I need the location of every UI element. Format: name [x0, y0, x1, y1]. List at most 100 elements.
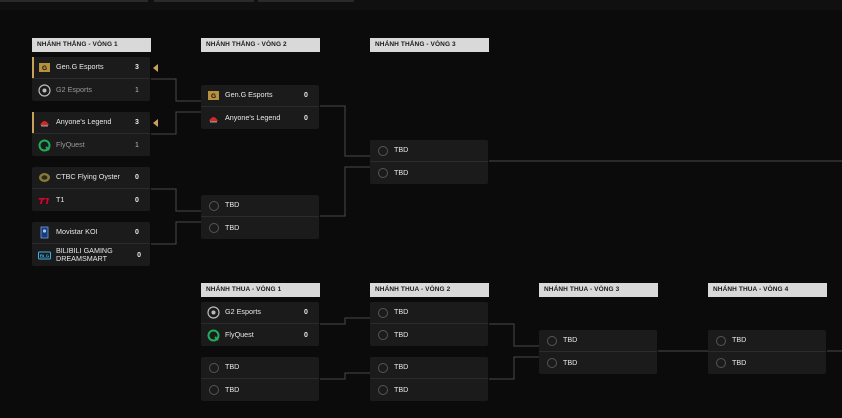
geng-logo-icon: G — [38, 61, 51, 74]
match-card-upper-r1-1[interactable]: G Gen.G Esports 3 G2 Esports 1 — [32, 57, 158, 101]
team-name: TBD — [563, 335, 578, 345]
team-name: Movistar KOI — [56, 227, 98, 237]
team-row[interactable]: TBD — [370, 324, 488, 346]
match-card-lower-r4-1[interactable]: TBD TBD — [708, 330, 826, 374]
round-header-lower-r1: NHÁNH THUA - VÒNG 1 — [201, 283, 320, 297]
team-name: TBD — [394, 307, 409, 317]
svg-text:BLG: BLG — [40, 253, 50, 258]
top-tab[interactable] — [0, 0, 148, 2]
team-row[interactable]: TBD — [539, 330, 657, 352]
tbd-placeholder-icon — [376, 384, 389, 397]
round-header-upper-r3: NHÁNH THẮNG - VÒNG 3 — [370, 38, 489, 52]
match-card-lower-r2-1[interactable]: TBD TBD — [370, 302, 488, 346]
match-card-upper-r1-4[interactable]: Movistar KOI 0 BLG BILIBILI GAMING DREAM… — [32, 222, 150, 266]
connector-line — [320, 105, 370, 157]
team-name: BILIBILI GAMING DREAMSMART — [56, 245, 113, 263]
tbd-placeholder-icon — [207, 384, 220, 397]
team-row[interactable]: T1 0 — [32, 189, 150, 211]
team-row[interactable]: G Gen.G Esports 3 — [32, 57, 158, 79]
round-header-upper-r1: NHÁNH THẮNG - VÒNG 1 — [32, 38, 151, 52]
tbd-placeholder-icon — [376, 167, 389, 180]
team-row[interactable]: Anyone's Legend 3 — [32, 112, 158, 134]
geng-logo-icon: G — [207, 89, 220, 102]
match-card-upper-r3-1[interactable]: TBD TBD — [370, 140, 488, 184]
team-name: TBD — [394, 384, 409, 394]
tbd-placeholder-icon — [714, 334, 727, 347]
top-tab[interactable] — [154, 0, 254, 2]
team-row[interactable]: Movistar KOI 0 — [32, 222, 150, 244]
match-card-lower-r3-1[interactable]: TBD TBD — [539, 330, 657, 374]
team-name: CTBC Flying Oyster — [56, 172, 120, 182]
team-row[interactable]: TBD — [201, 195, 319, 217]
connector-line — [489, 356, 539, 380]
koi-logo-icon — [38, 226, 51, 239]
team-name: T1 — [56, 194, 65, 204]
team-row[interactable]: TBD — [201, 357, 319, 379]
tbd-placeholder-icon — [207, 199, 220, 212]
team-row[interactable]: TBD — [370, 357, 488, 379]
match-card-upper-r2-2[interactable]: TBD TBD — [201, 195, 319, 239]
g2-logo-icon — [207, 306, 220, 319]
team-score: 3 — [135, 64, 139, 71]
tbd-placeholder-icon — [714, 357, 727, 370]
team-row[interactable]: BLG BILIBILI GAMING DREAMSMART 0 — [32, 244, 150, 266]
connector-line — [151, 188, 201, 212]
team-row[interactable]: TBD — [370, 379, 488, 401]
round-header-lower-r3: NHÁNH THUA - VÒNG 3 — [539, 283, 658, 297]
svg-text:G: G — [42, 65, 47, 72]
match-card-lower-r1-2[interactable]: TBD TBD — [201, 357, 319, 401]
connector-line — [151, 78, 201, 102]
team-row[interactable]: G Gen.G Esports 0 — [201, 85, 319, 107]
team-score: 1 — [135, 86, 139, 94]
match-card-upper-r1-3[interactable]: CTBC Flying Oyster 0 T1 0 — [32, 167, 150, 211]
team-name: TBD — [225, 384, 240, 394]
team-row[interactable]: TBD — [708, 352, 826, 374]
team-name: TBD — [563, 357, 578, 367]
match-card-lower-r2-2[interactable]: TBD TBD — [370, 357, 488, 401]
team-row[interactable]: CTBC Flying Oyster 0 — [32, 167, 150, 189]
connector-line — [320, 317, 370, 325]
team-row[interactable]: TBD — [370, 302, 488, 324]
team-row[interactable]: FlyQuest 1 — [32, 134, 150, 156]
svg-text:G: G — [211, 93, 216, 100]
team-score: 0 — [137, 251, 141, 259]
team-row[interactable]: TBD — [201, 217, 319, 239]
team-row[interactable]: FlyQuest 0 — [201, 324, 319, 346]
connector-line — [151, 221, 201, 245]
team-row[interactable]: TBD — [201, 379, 319, 401]
t1-logo-icon — [38, 194, 51, 207]
team-row[interactable]: G2 Esports 1 — [32, 79, 150, 101]
team-name: TBD — [732, 357, 747, 367]
team-score: 0 — [304, 92, 308, 99]
team-row[interactable]: G2 Esports 0 — [201, 302, 319, 324]
team-name: TBD — [732, 335, 747, 345]
team-score: 0 — [135, 174, 139, 181]
team-name: Gen.G Esports — [56, 62, 104, 72]
match-card-upper-r1-2[interactable]: Anyone's Legend 3 FlyQuest 1 — [32, 112, 158, 156]
team-row[interactable]: TBD — [708, 330, 826, 352]
team-row[interactable]: TBD — [370, 140, 488, 162]
team-name: TBD — [225, 200, 240, 210]
flyquest-logo-icon — [38, 139, 51, 152]
match-card-lower-r1-1[interactable]: G2 Esports 0 FlyQuest 0 — [201, 302, 319, 346]
cfo-logo-icon — [38, 171, 51, 184]
team-row[interactable]: TBD — [539, 352, 657, 374]
connector-line — [320, 166, 370, 217]
connector-line — [151, 111, 201, 135]
connector-line — [489, 323, 539, 347]
match-card-upper-r2-1[interactable]: G Gen.G Esports 0 Anyone's Legend 0 — [201, 85, 319, 129]
team-name: G2 Esports — [225, 307, 261, 317]
team-row[interactable]: TBD — [370, 162, 488, 184]
tbd-placeholder-icon — [545, 357, 558, 370]
team-name: Anyone's Legend — [225, 112, 281, 122]
round-header-lower-r4: NHÁNH THUA - VÒNG 4 — [708, 283, 827, 297]
tbd-placeholder-icon — [376, 144, 389, 157]
round-header-lower-r2: NHÁNH THUA - VÒNG 2 — [370, 283, 489, 297]
team-row[interactable]: Anyone's Legend 0 — [201, 107, 319, 129]
g2-logo-icon — [38, 83, 51, 97]
team-score: 0 — [304, 309, 308, 316]
team-name: TBD — [394, 329, 409, 339]
top-tab[interactable] — [258, 0, 354, 2]
team-name: FlyQuest — [225, 329, 254, 339]
tbd-placeholder-icon — [207, 361, 220, 374]
